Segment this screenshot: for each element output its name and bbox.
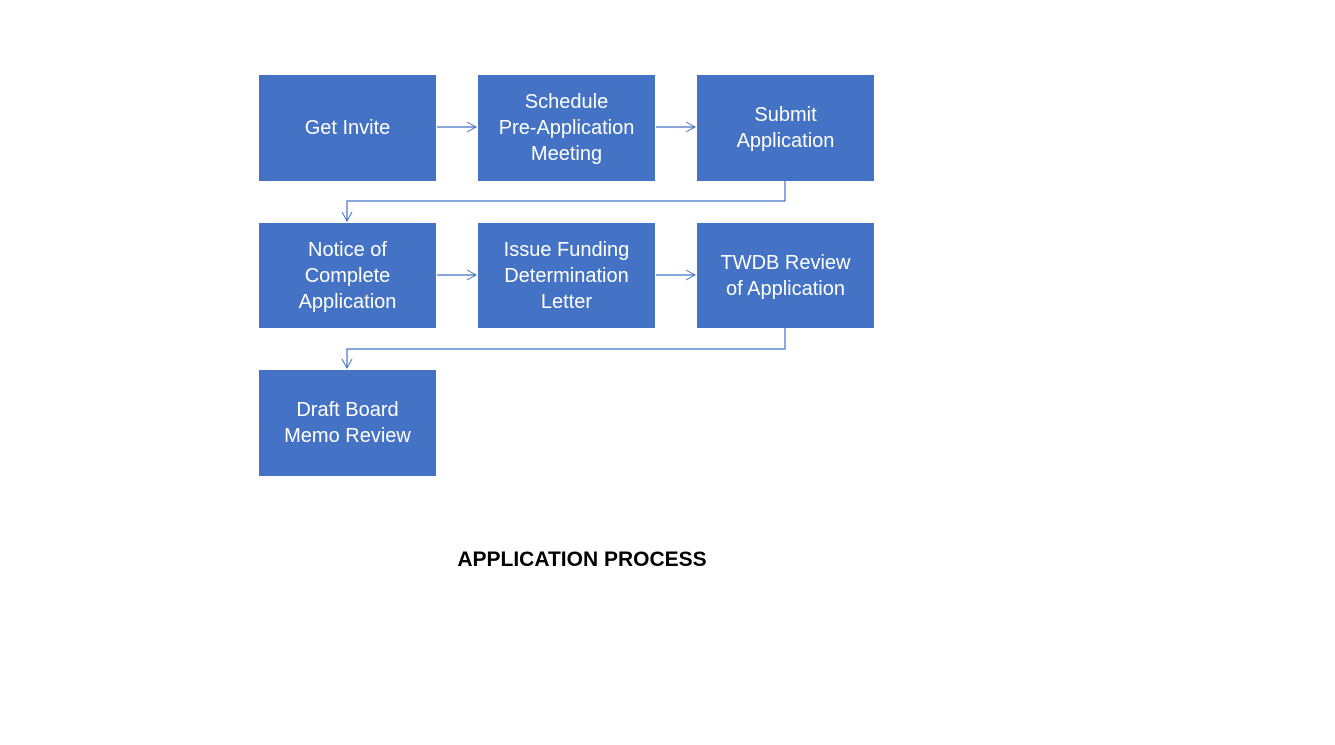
step-schedule-pre-application-meeting: Schedule Pre-Application Meeting: [478, 75, 655, 181]
step-get-invite: Get Invite: [259, 75, 436, 181]
step-notice-of-complete-application: Notice of Complete Application: [259, 223, 436, 328]
step-submit-application: Submit Application: [697, 75, 874, 181]
arrow-6-7: [341, 328, 786, 370]
diagram-title: APPLICATION PROCESS: [457, 548, 707, 571]
step-draft-board-memo-review: Draft Board Memo Review: [259, 370, 436, 476]
step-twdb-review: TWDB Review of Application: [697, 223, 874, 328]
arrow-3-4: [341, 181, 786, 223]
step-issue-funding-determination-letter: Issue Funding Determination Letter: [478, 223, 655, 328]
